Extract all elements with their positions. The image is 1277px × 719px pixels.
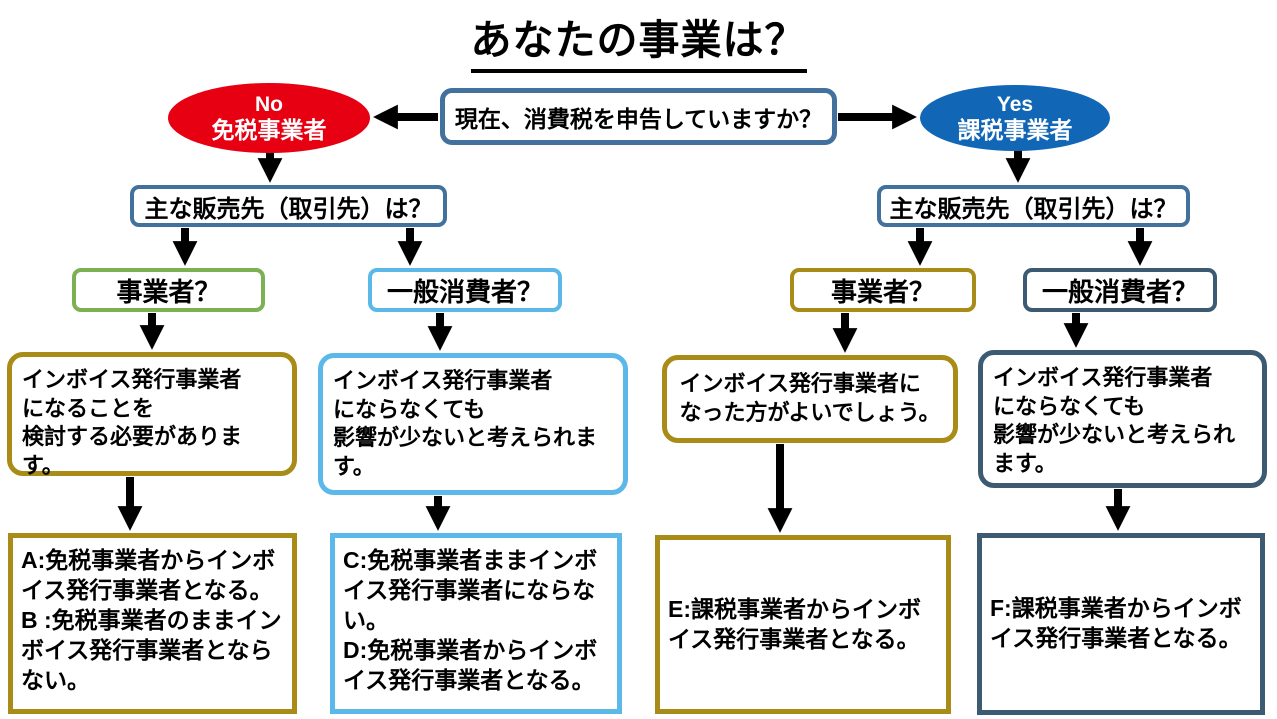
outcome-a: A:免税事業者からインボイス発行事業者となる。 <box>21 546 284 606</box>
outcome-d-text: 免税事業者からインボイス発行事業者となる。 <box>343 636 598 693</box>
outcome-f-text: 課税事業者からインボイス発行事業者となる。 <box>990 595 1242 651</box>
outcome-b-text: 免税事業者のままインボイス発行事業者とならない。 <box>21 606 282 693</box>
yes-answer-label: Yes <box>996 92 1034 116</box>
outcome-a-text: 免税事業者からインボイス発行事業者となる。 <box>21 547 276 603</box>
outcome-box-e: E:課税事業者からインボイス発行事業者となる。 <box>655 535 951 714</box>
no-sales-question-box: 主な販売先（取引先）は？ <box>130 185 447 227</box>
outcome-c-text: 免税事業者ままインボイス発行事業者にならない。 <box>343 547 598 633</box>
outcome-c-label: C: <box>343 547 368 573</box>
yes-consumer-advice-box: インボイス発行事業者 にならなくても 影響が少ないと考えられます。 <box>978 350 1267 488</box>
outcome-f-label: F: <box>990 595 1012 622</box>
outcome-d-label: D: <box>343 636 368 663</box>
no-business-advice-box: インボイス発行事業者 になることを 検討する必要があります。 <box>7 352 297 478</box>
outcome-b-label: B : <box>21 606 52 633</box>
outcome-box-ab: A:免税事業者からインボイス発行事業者となる。 B :免税事業者のままインボイス… <box>8 533 297 714</box>
outcome-d: D:免税事業者からインボイス発行事業者となる。 <box>343 636 609 696</box>
no-consumer-advice-box: インボイス発行事業者 にならなくても 影響が少ないと考えられます。 <box>318 353 628 495</box>
outcome-e: E:課税事業者からインボイス発行事業者となる。 <box>668 595 938 655</box>
no-business-box: 事業者？ <box>72 268 265 312</box>
yes-business-box: 事業者？ <box>790 268 976 312</box>
no-answer-label: No <box>255 92 283 116</box>
outcome-e-label: E: <box>668 595 691 622</box>
no-ellipse: No 免税事業者 <box>168 83 370 153</box>
yes-sales-question-box: 主な販売先（取引先）は？ <box>877 185 1190 227</box>
outcome-a-label: A: <box>21 547 46 573</box>
outcome-c: C:免税事業者ままインボイス発行事業者にならない。 <box>343 546 609 636</box>
yes-type-label: 課税事業者 <box>957 116 1073 143</box>
yes-consumer-box: 一般消費者？ <box>1023 268 1217 312</box>
outcome-box-cd: C:免税事業者ままインボイス発行事業者にならない。 D:免税事業者からインボイス… <box>330 533 622 714</box>
outcome-b: B :免税事業者のままインボイス発行事業者とならない。 <box>21 606 284 696</box>
page-title-text: あなたの事業は？ <box>470 6 807 73</box>
no-consumer-box: 一般消費者？ <box>368 268 562 312</box>
outcome-box-f: F:課税事業者からインボイス発行事業者となる。 <box>977 533 1265 715</box>
outcome-e-text: 課税事業者からインボイス発行事業者となる。 <box>668 595 921 652</box>
yes-ellipse: Yes 課税事業者 <box>920 85 1110 151</box>
no-type-label: 免税事業者 <box>211 116 327 143</box>
root-question-box: 現在、消費税を申告していますか？ <box>440 88 837 145</box>
outcome-f: F:課税事業者からインボイス発行事業者となる。 <box>990 594 1252 654</box>
yes-business-advice-box: インボイス発行事業者に なった方がよいでしょう。 <box>662 355 958 443</box>
page-title: あなたの事業は？ <box>0 6 1277 73</box>
